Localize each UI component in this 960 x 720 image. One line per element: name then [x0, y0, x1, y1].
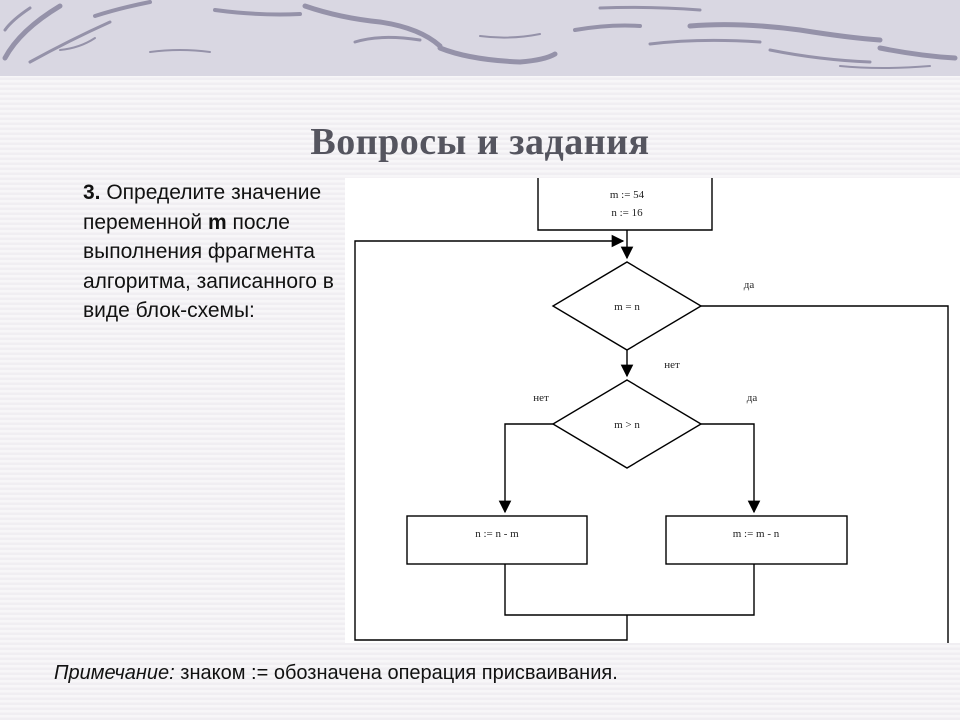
task-variable: m [207, 210, 227, 234]
footnote-text: знаком := обозначена операция присваиван… [174, 662, 618, 684]
merge-line [504, 564, 755, 616]
cond1-no-label: нет [664, 359, 680, 371]
footnote-label: Примечание: [54, 662, 175, 684]
flowchart-panel: m := 54 n := 16 m = n да нет m > n нет д… [345, 178, 960, 643]
cond2-yes-path [701, 423, 761, 514]
condition2-diamond [551, 379, 703, 469]
slide-title: Вопросы и задания [310, 121, 650, 163]
loop-return-line [354, 234, 628, 641]
flowchart: m := 54 n := 16 m = n да нет m > n нет д… [354, 178, 949, 643]
cond2-no-label: нет [533, 392, 549, 404]
decorative-header-band [0, 0, 960, 76]
footnote: Примечание: знаком := обозначена операци… [54, 662, 618, 685]
init-line1-label: m := 54 [610, 189, 645, 201]
action-right-box [665, 515, 848, 565]
action-left-box [406, 515, 588, 565]
cond1-yes-label: да [744, 279, 755, 291]
cond2-no-path [498, 423, 553, 514]
cond2-yes-label: да [747, 392, 758, 404]
init-line2-label: n := 16 [611, 207, 643, 219]
task-description: 3. Определите значение переменной m посл… [83, 178, 345, 326]
task-text-part1: Определите значение переменной [83, 181, 322, 234]
task-text-part2: после выполнения фрагмента алгоритма, за… [83, 210, 334, 323]
cond1-yes-path [701, 305, 949, 643]
action-right-label: m := m - n [733, 528, 780, 540]
condition1-label: m = n [614, 301, 640, 313]
action-left-label: n := n - m [475, 528, 519, 540]
condition2-label: m > n [614, 419, 640, 431]
task-number: 3. [83, 181, 101, 204]
init-block [537, 178, 713, 231]
brush-stroke-decoration [2, 0, 958, 69]
